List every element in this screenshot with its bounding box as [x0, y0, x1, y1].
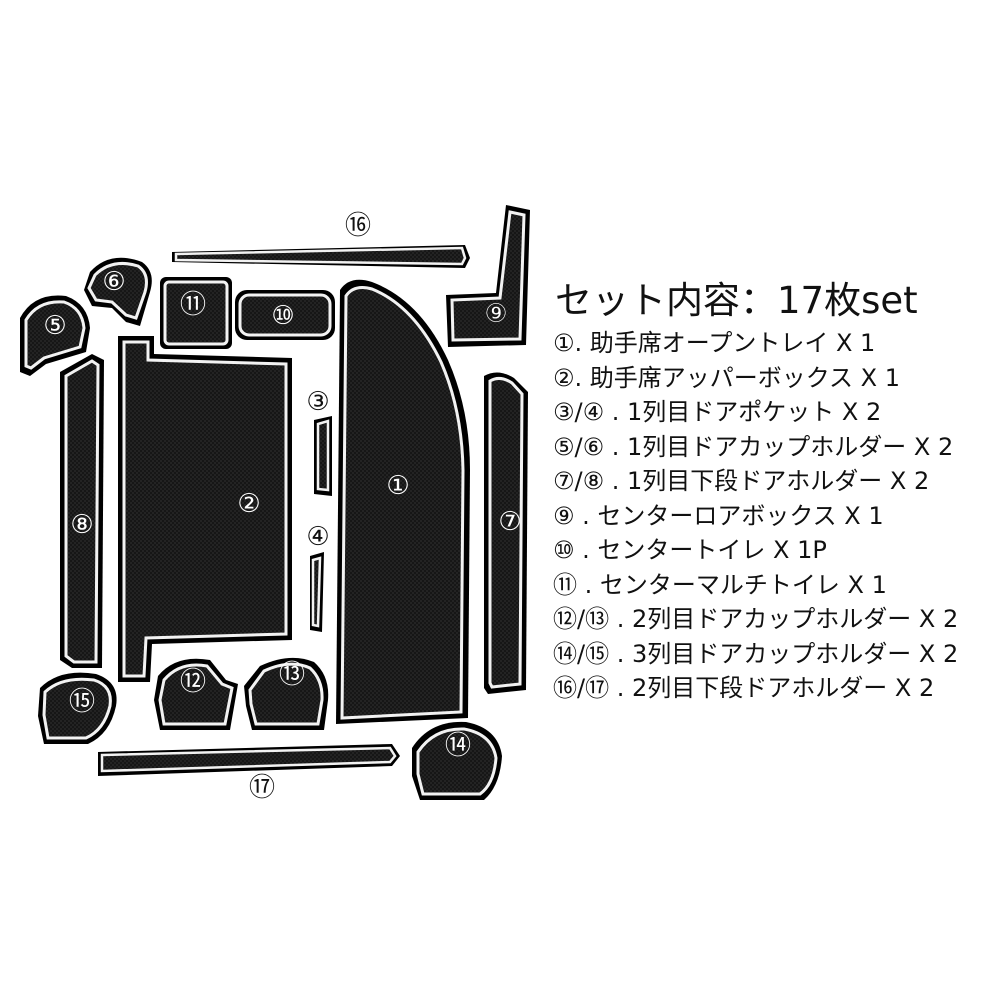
mat-7 — [484, 372, 528, 694]
list-item: ②. 助手席アッパーボックス X 1 — [553, 363, 901, 392]
label-2: ② — [237, 489, 260, 519]
mat-6 — [84, 257, 152, 326]
mat-4 — [310, 552, 324, 632]
mat-5 — [20, 295, 90, 376]
label-15: ⑮ — [69, 687, 95, 717]
label-3: ③ — [306, 387, 329, 417]
label-8: ⑧ — [70, 510, 93, 540]
list-item: ⑤/⑥ . 1列目ドアカップホルダー X 2 — [553, 432, 954, 461]
mat-2 — [118, 336, 292, 682]
label-4: ④ — [306, 522, 329, 552]
mat-8 — [60, 354, 104, 668]
mat-9 — [446, 205, 530, 347]
mat-16 — [172, 245, 470, 268]
list-item: ⑪ . センターマルチトイレ X 1 — [553, 570, 887, 599]
contents-list: ①. 助手席オープントレイ X 1 ②. 助手席アッパーボックス X 1 ③/④… — [553, 326, 958, 706]
label-10: ⑩ — [271, 301, 294, 331]
label-7: ⑦ — [498, 507, 521, 537]
label-14: ⑭ — [445, 731, 471, 761]
label-1: ① — [386, 471, 409, 501]
label-9: ⑨ — [484, 299, 507, 329]
mat-13 — [244, 657, 329, 730]
mat-10 — [235, 290, 335, 340]
label-11: ⑪ — [180, 290, 206, 320]
mat-1 — [336, 279, 470, 724]
mat-15 — [38, 672, 117, 744]
list-item: ⑯/⑰ . 2列目下段ドアホルダー X 2 — [553, 674, 935, 702]
mat-14 — [412, 721, 502, 800]
label-16: ⑯ — [345, 211, 371, 241]
label-5: ⑤ — [43, 311, 66, 341]
set-title: セット内容：17枚set — [555, 279, 918, 322]
label-6: ⑥ — [102, 267, 125, 297]
list-item: ⑭/⑮ . 3列目ドアカップホルダー X 2 — [553, 639, 959, 668]
list-item: ③/④ . 1列目ドアポケット X 2 — [553, 398, 882, 426]
list-item: ⑩ . センタートイレ X 1P — [553, 536, 827, 564]
label-12: ⑫ — [180, 667, 206, 697]
list-item: ⑦/⑧ . 1列目下段ドアホルダー X 2 — [553, 467, 930, 495]
list-item: ⑫/⑬ . 2列目ドアカップホルダー X 2 — [553, 605, 959, 633]
mat-3 — [314, 416, 332, 496]
list-item: ⑨ . センターロアボックス X 1 — [553, 501, 884, 530]
label-13: ⑬ — [279, 660, 305, 690]
mat-11 — [160, 277, 232, 349]
mat-17 — [98, 744, 400, 776]
label-17: ⑰ — [249, 773, 275, 803]
list-item: ①. 助手席オープントレイ X 1 — [553, 329, 876, 357]
mat-12 — [154, 658, 238, 730]
